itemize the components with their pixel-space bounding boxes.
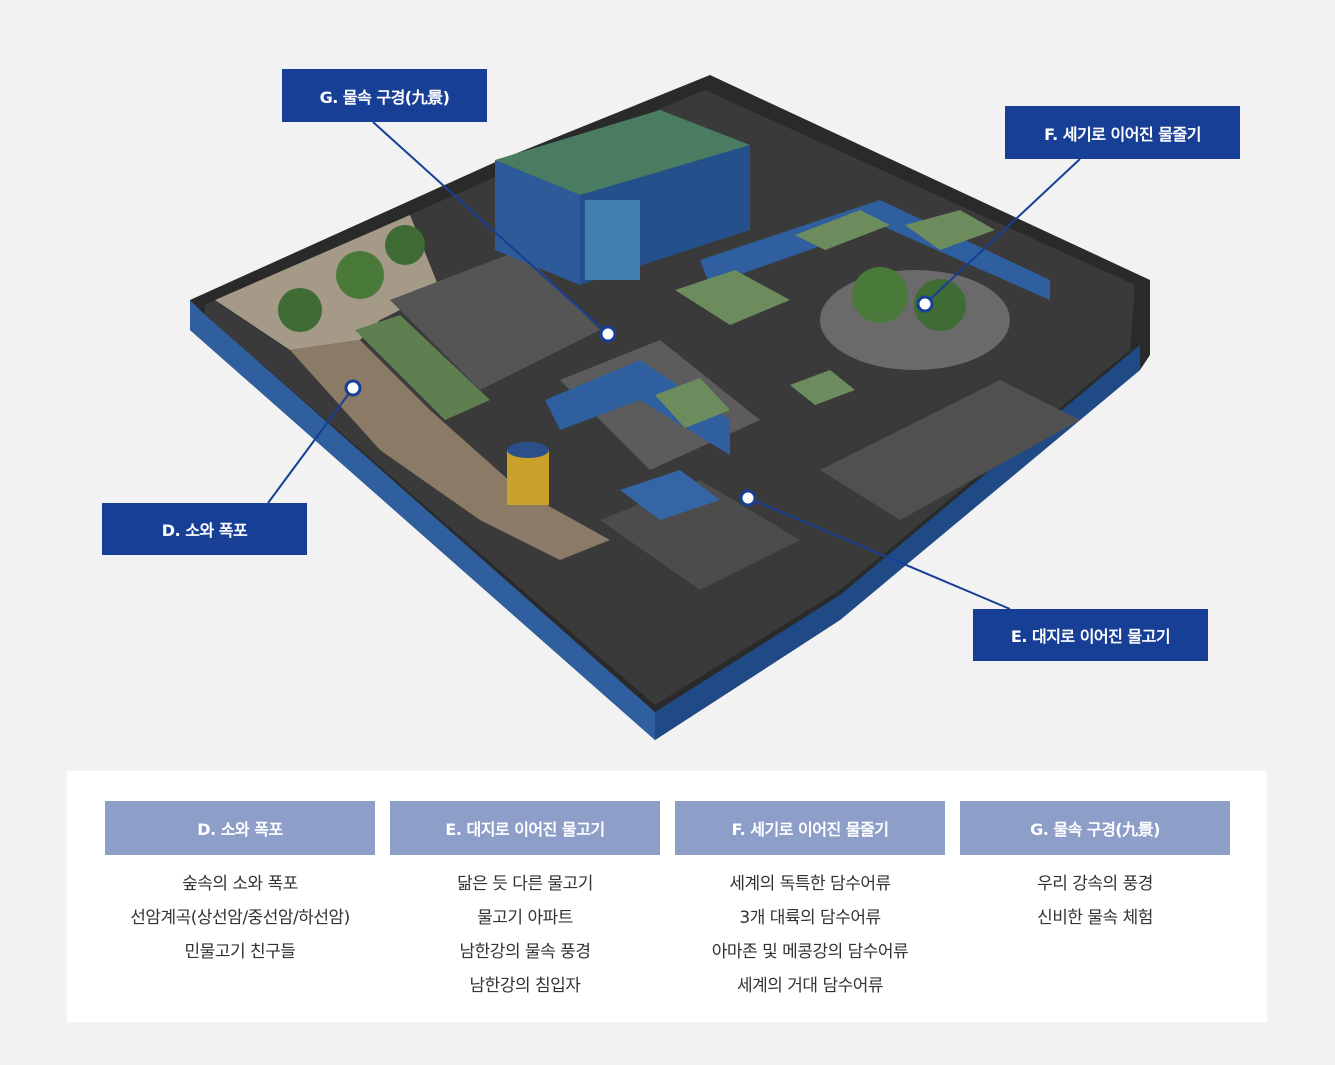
- tank: [355, 315, 490, 420]
- section-f: F. 세기로 이어진 물줄기 세계의 독특한 담수어류 3개 대륙의 담수어류 …: [675, 801, 945, 1003]
- tank-g-tower-top: [495, 110, 750, 195]
- list-item: 민물고기 친구들: [184, 942, 296, 962]
- leader-line-d: [267, 387, 354, 504]
- list-item: 아마존 및 메콩강의 담수어류: [711, 942, 909, 962]
- section-header: G. 물속 구경(九景): [960, 801, 1230, 855]
- zone-d-rocks: [215, 215, 440, 350]
- list-item: 우리 강속의 풍경: [1037, 874, 1153, 894]
- list-item: 물고기 아파트: [477, 908, 573, 928]
- marker-d[interactable]: [344, 379, 362, 397]
- tree: [385, 225, 425, 265]
- list-item: 남한강의 침입자: [469, 976, 581, 996]
- section-list: 숲속의 소와 폭포 선암계곡(상선암/중선암/하선암) 민물고기 친구들: [105, 867, 375, 969]
- tank: [655, 378, 730, 428]
- list-item: 3개 대륙의 담수어류: [739, 908, 881, 928]
- outer-wall-left: [190, 300, 655, 740]
- tank: [790, 370, 855, 405]
- tank: [905, 210, 995, 250]
- section-e: E. 대지로 이어진 물고기 닮은 듯 다른 물고기 물고기 아파트 남한강의 …: [390, 801, 660, 1003]
- zone-e-wall: [545, 360, 730, 455]
- marker-f[interactable]: [916, 295, 934, 313]
- leader-line-g: [372, 121, 609, 335]
- label-zone-e[interactable]: E. 대지로 이어진 물고기: [973, 609, 1208, 661]
- room-center: [390, 250, 600, 390]
- label-zone-g[interactable]: G. 물속 구경(九景): [282, 69, 487, 122]
- tree: [278, 288, 322, 332]
- section-header: F. 세기로 이어진 물줄기: [675, 801, 945, 855]
- section-header: D. 소와 폭포: [105, 801, 375, 855]
- section-list: 우리 강속의 풍경 신비한 물속 체험: [960, 867, 1230, 935]
- leader-line-f: [924, 158, 1081, 305]
- marker-e[interactable]: [739, 489, 757, 507]
- section-g: G. 물속 구경(九景) 우리 강속의 풍경 신비한 물속 체험: [960, 801, 1230, 935]
- tree: [852, 267, 908, 323]
- section-list: 닮은 듯 다른 물고기 물고기 아파트 남한강의 물속 풍경 남한강의 침입자: [390, 867, 660, 1003]
- list-item: 닮은 듯 다른 물고기: [457, 874, 593, 894]
- list-item: 선암계곡(상선암/중선암/하선암): [130, 908, 350, 928]
- zone-f-floor: [820, 270, 1010, 370]
- tank: [675, 270, 790, 325]
- list-item: 신비한 물속 체험: [1037, 908, 1153, 928]
- leader-line-e: [747, 497, 1011, 610]
- list-item: 남한강의 물속 풍경: [459, 942, 591, 962]
- section-list: 세계의 독특한 담수어류 3개 대륙의 담수어류 아마존 및 메콩강의 담수어류…: [675, 867, 945, 1003]
- outer-wall-right: [655, 345, 1140, 740]
- tree: [914, 279, 966, 331]
- isometric-floor-illustration: [190, 75, 1150, 740]
- aquarium-floor-map: G. 물속 구경(九景) F. 세기로 이어진 물줄기 D. 소와 폭포 E. …: [102, 69, 1240, 740]
- tank-window: [585, 200, 640, 280]
- zone-e-curve: [620, 470, 720, 520]
- list-item: 숲속의 소와 폭포: [182, 874, 298, 894]
- label-zone-d[interactable]: D. 소와 폭포: [102, 503, 307, 555]
- tank-g-tower-front: [495, 160, 580, 285]
- room-right: [820, 380, 1080, 520]
- marker-g[interactable]: [599, 325, 617, 343]
- section-header: E. 대지로 이어진 물고기: [390, 801, 660, 855]
- list-item: 세계의 거대 담수어류: [736, 976, 884, 996]
- tank: [795, 210, 890, 250]
- label-zone-f[interactable]: F. 세기로 이어진 물줄기: [1005, 106, 1240, 159]
- tree: [336, 251, 384, 299]
- cylinder-tank: [507, 450, 549, 505]
- zone-info-panel: D. 소와 폭포 숲속의 소와 폭포 선암계곡(상선암/중선암/하선암) 민물고…: [67, 771, 1267, 1022]
- cylinder-tank-top: [507, 442, 549, 458]
- list-item: 세계의 독특한 담수어류: [729, 874, 891, 894]
- section-d: D. 소와 폭포 숲속의 소와 폭포 선암계곡(상선암/중선암/하선암) 민물고…: [105, 801, 375, 969]
